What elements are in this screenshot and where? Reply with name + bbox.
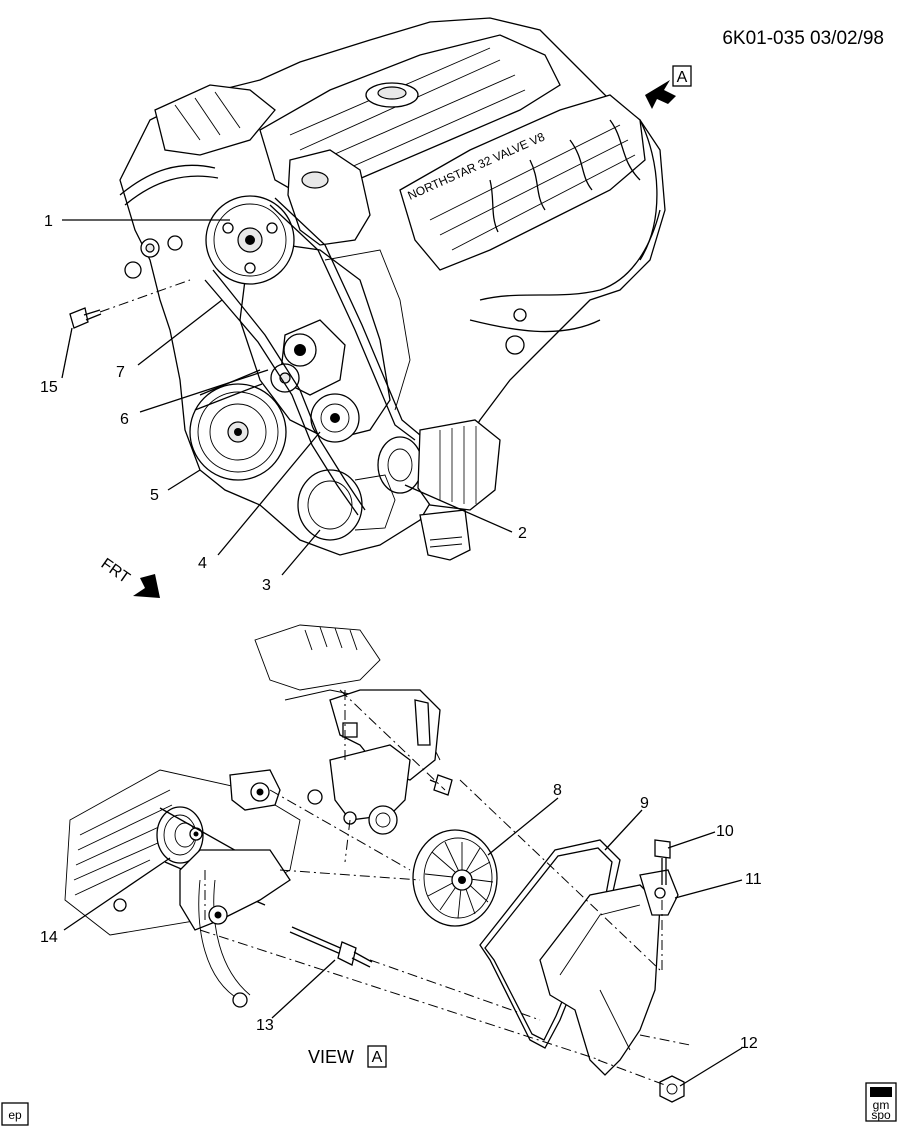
view-a-arrow-icon [645, 80, 676, 109]
idler-pulley [310, 393, 360, 443]
callout-10: 10 [716, 823, 734, 840]
callout-9: 9 [640, 795, 649, 812]
callout-15: 15 [40, 379, 58, 396]
generator-pulley [377, 419, 501, 511]
callout-numbers: 1 2 3 4 5 6 7 8 9 10 11 12 13 14 15 [40, 213, 762, 1052]
belt-shield [539, 869, 679, 1076]
gm-logo-line2: spo [871, 1108, 891, 1122]
assembly-centerlines [199, 689, 691, 1086]
front-arrow-icon [133, 574, 160, 598]
document-code: 6K01-035 03/02/98 [722, 28, 884, 49]
view-label-text: VIEW [308, 1047, 354, 1067]
tensioner-idler-pulley [412, 829, 498, 927]
bolt-15-part [69, 279, 191, 329]
serpentine-drive-belt [194, 197, 421, 516]
callout-14: 14 [40, 929, 58, 946]
bolt-10-part [654, 839, 671, 885]
view-a-caption: VIEW A [308, 1045, 387, 1068]
callout-4: 4 [198, 555, 207, 572]
corner-tag: ep [1, 1102, 29, 1126]
ac-compressor-pulley [297, 469, 396, 541]
view-a-illustration [64, 624, 691, 1103]
nut-12-part [659, 1075, 685, 1103]
view-a-letter: A [677, 69, 688, 86]
view-label-letter: A [372, 1049, 383, 1066]
front-direction-marker: FRT [98, 555, 160, 598]
callout-3: 3 [262, 577, 271, 594]
bolt-13-part [289, 926, 373, 968]
view-a-direction-marker: A [645, 65, 692, 109]
callout-13: 13 [256, 1017, 274, 1034]
gm-logo-line1: gm [873, 1098, 890, 1112]
corner-tag-text: ep [8, 1108, 22, 1122]
callout-5: 5 [150, 487, 159, 504]
callout-1: 1 [44, 213, 53, 230]
callout-leaders [61, 219, 743, 1087]
engine-assembly-illustration: NORTHSTAR 32 VALVE V8 [119, 17, 666, 561]
callout-12: 12 [740, 1035, 758, 1052]
front-label: FRT [98, 555, 133, 587]
left-idler-pulley [156, 806, 204, 864]
belt-tensioner [270, 319, 346, 396]
gm-spo-logo: gm spo [865, 1082, 897, 1122]
crankshaft-balancer [189, 383, 287, 481]
callout-6: 6 [120, 411, 129, 428]
callout-2: 2 [518, 525, 527, 542]
callout-11: 11 [745, 871, 762, 888]
callout-7: 7 [116, 364, 125, 381]
power-steering-pulley [205, 195, 295, 285]
callout-8: 8 [553, 782, 562, 799]
